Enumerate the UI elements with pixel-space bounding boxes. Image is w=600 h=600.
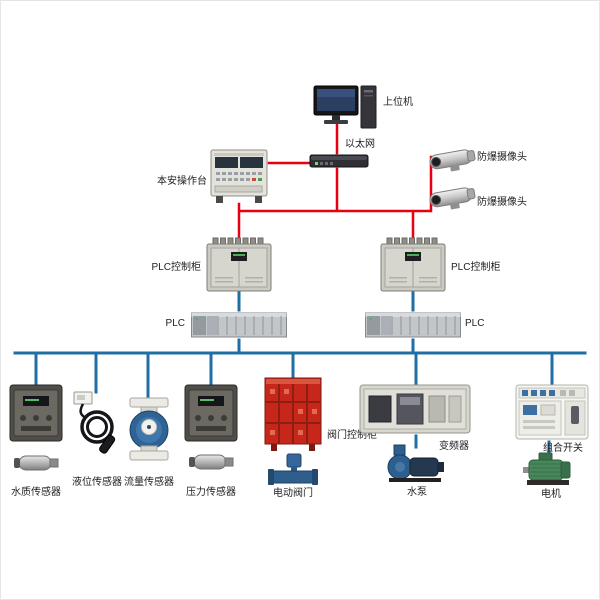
camera-top-icon: [427, 145, 479, 175]
vfd-cabinet-icon: [359, 384, 471, 436]
valve-control-cabinet-icon: [263, 376, 323, 452]
label-pressure-sensor: 压力传感器: [186, 487, 236, 498]
label-water-quality-sensor: 水质传感器: [11, 487, 61, 498]
console-icon: [209, 148, 269, 204]
label-camera-top: 防爆摄像头: [477, 152, 527, 163]
water-quality-transmitter-icon: [13, 450, 59, 476]
plc-cabinet-right-icon: [379, 237, 447, 293]
label-plc-left: PLC: [165, 318, 185, 329]
label-motor: 电机: [541, 489, 561, 500]
label-ethernet: 以太网: [345, 139, 375, 150]
water-quality-sensor-icon: [9, 384, 63, 442]
plc-right-icon: [365, 310, 461, 340]
label-level-sensor: 液位传感器: [72, 477, 122, 488]
camera-bottom-icon: [427, 183, 479, 213]
water-pump-icon: [385, 443, 447, 483]
label-camera-bottom: 防爆摄像头: [477, 197, 527, 208]
pressure-transmitter-icon: [188, 449, 234, 475]
label-plc-right: PLC: [465, 318, 485, 329]
label-vfd: 变频器: [439, 441, 469, 452]
fieldbus-lines: [13, 291, 587, 458]
label-host-pc: 上位机: [383, 97, 413, 108]
label-valve-control-cabinet: 阀门控制柜: [327, 430, 377, 441]
flow-sensor-icon: [126, 397, 172, 461]
host-pc-icon: [313, 85, 379, 131]
label-plc-cabinet-left: PLC控制柜: [151, 262, 201, 273]
plc-cabinet-left-icon: [205, 237, 273, 293]
label-console: 本安操作台: [157, 176, 207, 187]
ethernet-lines: [237, 123, 433, 239]
plc-left-icon: [191, 310, 287, 340]
level-sensor-icon: [71, 391, 121, 461]
label-electric-valve: 电动阀门: [273, 488, 313, 499]
motor-icon: [521, 451, 575, 489]
ethernet-switch-icon: [309, 153, 369, 169]
label-plc-cabinet-right: PLC控制柜: [451, 262, 501, 273]
label-water-pump: 水泵: [407, 487, 427, 498]
combination-switch-icon: [515, 384, 589, 442]
electric-valve-icon: [267, 453, 319, 487]
pressure-sensor-icon: [184, 384, 238, 442]
label-flow-sensor: 流量传感器: [124, 477, 174, 488]
label-combination-switch: 组合开关: [543, 443, 583, 454]
